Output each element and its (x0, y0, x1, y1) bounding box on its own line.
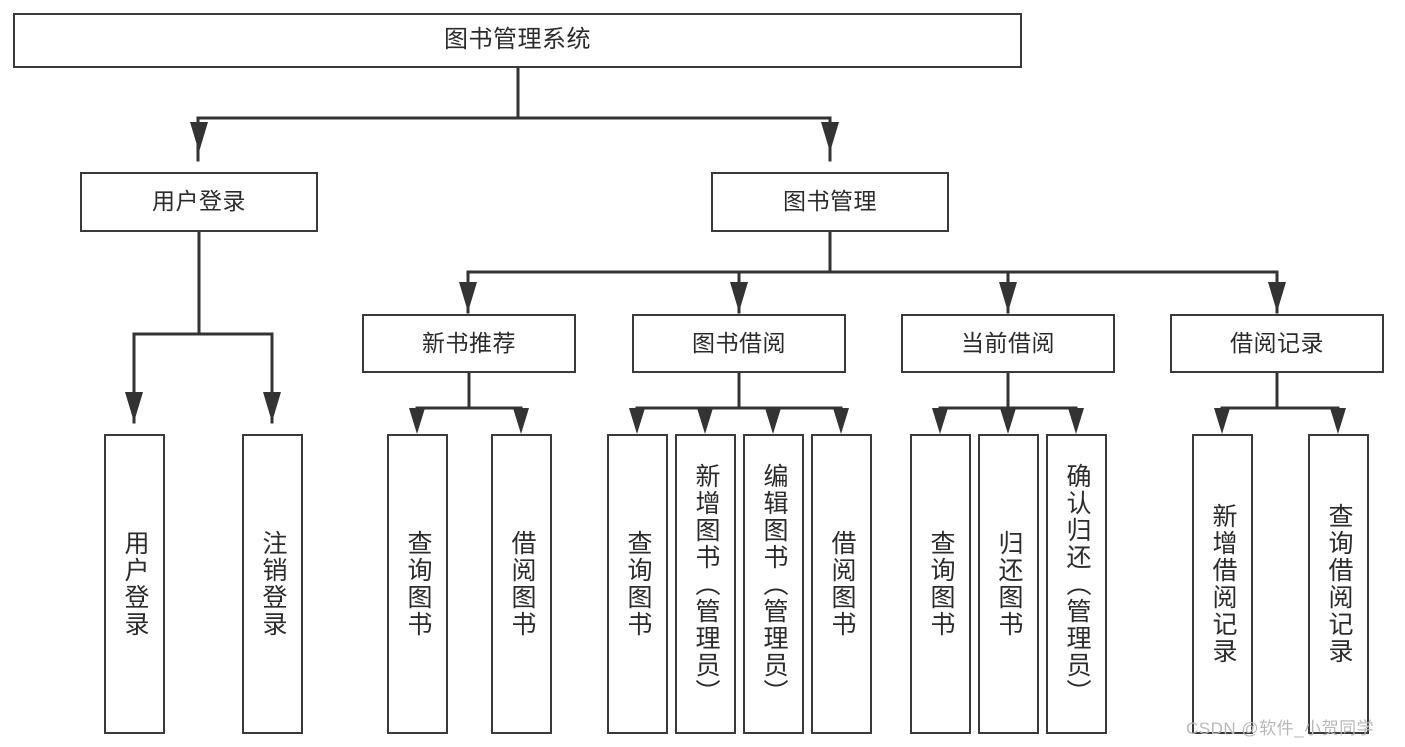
node-label: 新增借阅记录 (1209, 503, 1237, 665)
node-leaf-new-book-borrow[interactable]: 借阅图书 (491, 434, 552, 734)
node-label: 确认归还（管理员） (1063, 462, 1091, 706)
arrowheads (125, 122, 1346, 434)
csdn-watermark: CSDN @软件_小贺同学 (1186, 719, 1375, 738)
node-label: 新书推荐 (422, 329, 516, 356)
node-label: 借阅图书 (508, 530, 536, 638)
node-current-borrow[interactable]: 当前借阅 (901, 314, 1115, 373)
node-new-book-recommend[interactable]: 新书推荐 (362, 314, 576, 373)
node-leaf-current-borrow-query[interactable]: 查询图书 (910, 434, 971, 734)
node-borrow-record[interactable]: 借阅记录 (1170, 314, 1384, 373)
node-label: 图书借阅 (692, 329, 786, 356)
node-label: 查询图书 (404, 530, 432, 638)
node-leaf-user-login-login[interactable]: 用户登录 (104, 434, 165, 734)
node-label: 图书管理系统 (444, 26, 591, 54)
node-leaf-book-borrow-edit[interactable]: 编辑图书（管理员） (743, 434, 804, 734)
node-label: 查询图书 (624, 530, 652, 638)
node-leaf-current-borrow-return[interactable]: 归还图书 (978, 434, 1039, 734)
node-user-login[interactable]: 用户登录 (80, 172, 318, 232)
node-leaf-book-borrow-lend[interactable]: 借阅图书 (811, 434, 872, 734)
node-label: 归还图书 (995, 530, 1023, 638)
node-leaf-new-book-query[interactable]: 查询图书 (387, 434, 448, 734)
node-leaf-borrow-record-add[interactable]: 新增借阅记录 (1192, 434, 1253, 734)
node-label: 图书管理 (783, 188, 877, 215)
node-book-borrow[interactable]: 图书借阅 (632, 314, 846, 373)
node-leaf-book-borrow-add[interactable]: 新增图书（管理员） (675, 434, 736, 734)
node-label: 用户登录 (152, 188, 246, 215)
node-root-system[interactable]: 图书管理系统 (13, 13, 1022, 68)
node-label: 查询图书 (927, 530, 955, 638)
node-label: 编辑图书（管理员） (760, 462, 788, 706)
node-label: 用户登录 (121, 530, 149, 638)
node-label: 借阅记录 (1230, 329, 1324, 356)
node-leaf-book-borrow-query[interactable]: 查询图书 (607, 434, 668, 734)
node-label: 新增图书（管理员） (692, 462, 720, 706)
node-leaf-user-login-logout[interactable]: 注销登录 (242, 434, 303, 734)
node-book-management[interactable]: 图书管理 (711, 172, 949, 232)
node-label: 注销登录 (259, 530, 287, 638)
node-leaf-current-borrow-confirm[interactable]: 确认归还（管理员） (1046, 434, 1107, 734)
node-label: 当前借阅 (961, 329, 1055, 356)
node-label: 借阅图书 (828, 530, 856, 638)
node-leaf-borrow-record-query[interactable]: 查询借阅记录 (1308, 434, 1369, 734)
node-label: 查询借阅记录 (1325, 503, 1353, 665)
